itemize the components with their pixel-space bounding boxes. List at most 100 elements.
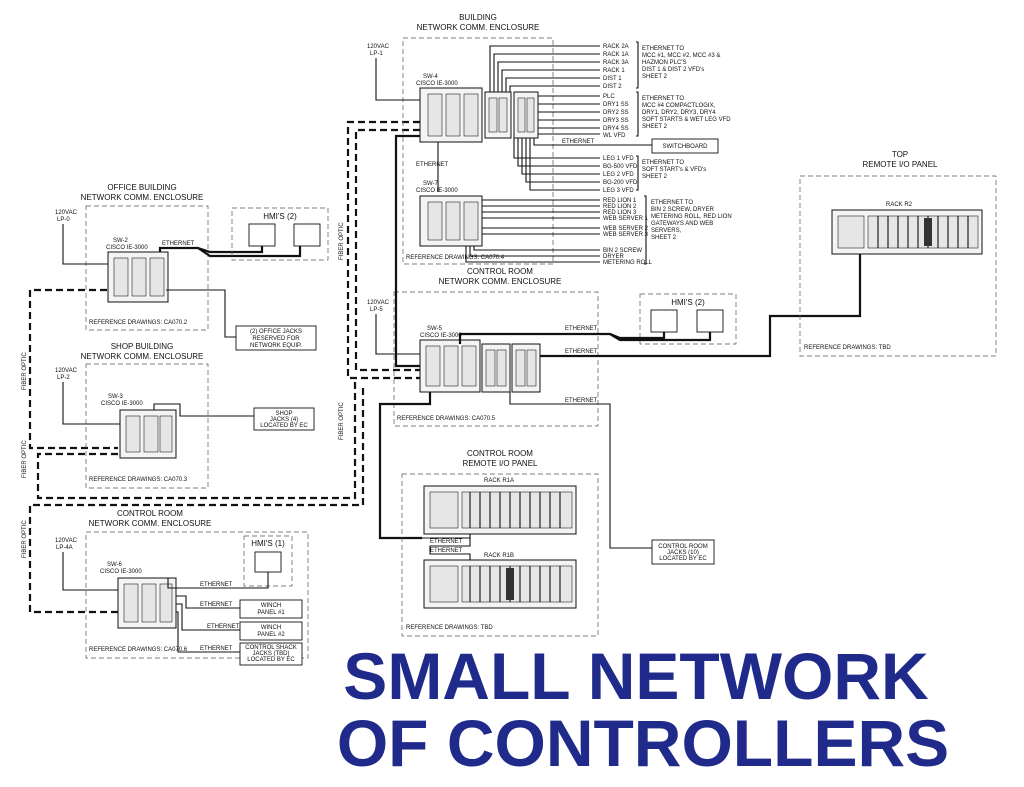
svg-text:SOFT START's & VFD's: SOFT START's & VFD's [642,167,706,173]
svg-text:SW-6: SW-6 [107,562,123,568]
fiber-label: FIBER OPTIC [22,440,28,478]
svg-text:WL VFD: WL VFD [603,133,626,139]
ethernet-backbone [394,134,420,368]
svg-text:CONTROL ROOM: CONTROL ROOM [658,544,707,550]
office-heading: OFFICE BUILDING [107,183,176,192]
fiber-label: FIBER OPTIC [22,520,28,558]
svg-text:SW-2: SW-2 [113,238,129,244]
svg-text:ETHERNET: ETHERNET [565,398,598,404]
svg-text:REFERENCE DRAWINGS: CA070.3: REFERENCE DRAWINGS: CA070.3 [89,477,188,483]
svg-text:SW-5: SW-5 [427,326,443,332]
svg-text:SW-3: SW-3 [108,394,124,400]
building-enclosure-border [402,37,554,265]
switchboard-box [651,138,719,154]
hmi-screen [293,223,321,247]
svg-text:REFERENCE DRAWINGS: CA070.5: REFERENCE DRAWINGS: CA070.5 [397,416,496,422]
svg-text:LEG 1 VFD: LEG 1 VFD [603,156,634,162]
svg-text:CISCO IE-3000: CISCO IE-3000 [101,401,143,407]
control-room-comm-enclosure: CONTROL ROOM NETWORK COMM. ENCLOSURE 120… [367,254,862,549]
building-heading-sub: NETWORK COMM. ENCLOSURE [417,23,540,32]
hmi-screen [650,309,678,333]
svg-text:ETHERNET: ETHERNET [200,582,233,588]
svg-text:ETHERNET: ETHERNET [162,241,195,247]
svg-text:SHEET 2: SHEET 2 [642,74,668,80]
svg-text:LEG 2 VFD: LEG 2 VFD [603,172,634,178]
svg-text:ETHERNET: ETHERNET [565,326,598,332]
svg-text:GATEWAYS AND WEB: GATEWAYS AND WEB [651,221,713,227]
svg-text:SHEET 2: SHEET 2 [642,174,668,180]
office-hmi-enclosure [231,207,329,261]
svg-text:CISCO IE-3000: CISCO IE-3000 [100,569,142,575]
svg-text:MCC #4 COMPACTLOGIX,: MCC #4 COMPACTLOGIX, [642,103,716,109]
svg-text:MCC #1, MCC #2, MCC #3 &: MCC #1, MCC #2, MCC #3 & [642,53,720,59]
building-power-panel: LP-1 [370,51,383,57]
fiber-label: FIBER OPTIC [339,222,345,260]
svg-text:RED LION 3: RED LION 3 [603,210,637,216]
svg-text:CONTROL SHACK: CONTROL SHACK [245,645,296,651]
svg-text:RESERVED FOR: RESERVED FOR [252,336,300,342]
svg-text:DIST 1: DIST 1 [603,76,622,82]
svg-text:TOP: TOP [892,150,908,159]
svg-text:CONTROL ROOM: CONTROL ROOM [467,267,533,276]
svg-text:WEB SERVER 3: WEB SERVER 3 [603,232,649,238]
svg-text:RACK 1A: RACK 1A [603,52,629,58]
svg-text:LP-0: LP-0 [57,217,70,223]
svg-text:HMI'S (2): HMI'S (2) [671,298,705,307]
svg-text:CISCO IE-3000: CISCO IE-3000 [106,245,148,251]
control-room-small-enclosure: CONTROL ROOM NETWORK COMM. ENCLOSURE 120… [55,509,309,666]
building-fanout-3: LEG 1 VFD BG-500 VFD LEG 2 VFD BG-200 VF… [513,138,706,194]
svg-text:BG-200 VFD: BG-200 VFD [603,180,638,186]
hmi-screen [248,223,276,247]
winch-panel-1 [239,599,303,619]
svg-text:CONTROL ROOM: CONTROL ROOM [467,449,533,458]
svg-text:RACK 1: RACK 1 [603,68,625,74]
winch-panel-2 [239,621,303,641]
svg-text:PLC: PLC [603,94,615,100]
hmi-screen [254,551,282,573]
svg-text:CONTROL ROOM: CONTROL ROOM [117,509,183,518]
svg-text:JACKS (10): JACKS (10) [667,550,699,556]
svg-text:RED LION 1: RED LION 1 [603,198,637,204]
svg-text:LP-5: LP-5 [370,307,383,313]
office-enclosure-border [85,205,209,331]
svg-text:NETWORK COMM. ENCLOSURE: NETWORK COMM. ENCLOSURE [81,352,204,361]
svg-text:120VAC: 120VAC [55,538,78,544]
building-ethernet: ETHERNET [416,162,449,168]
svg-text:RACK R1B: RACK R1B [484,553,514,559]
svg-text:RED LION 2: RED LION 2 [603,204,637,210]
svg-text:ETHERNET TO: ETHERNET TO [642,46,684,52]
top-rio-border [799,175,997,357]
svg-text:PANEL #1: PANEL #1 [257,610,285,616]
svg-text:REFERENCE DRAWINGS: TBD: REFERENCE DRAWINGS: TBD [406,625,493,631]
svg-text:ETHERNET TO: ETHERNET TO [651,200,693,206]
control-shack-jacks [239,642,303,666]
svg-text:SHEET 2: SHEET 2 [642,124,668,130]
svg-text:ETHERNET: ETHERNET [565,349,598,355]
svg-text:ETHERNET: ETHERNET [430,548,463,554]
svg-text:CISCO IE-3000: CISCO IE-3000 [420,333,462,339]
svg-text:BIN 2 SCREW: BIN 2 SCREW [603,248,642,254]
title-line-1: SMALL NETWORK [343,639,929,713]
control-room-comm-hmi [639,293,737,345]
svg-text:METERING ROLL: METERING ROLL [603,260,653,266]
switchboard-label: SWITCHBOARD [663,144,709,150]
office-jacks-box [235,325,317,351]
svg-text:LOCATED BY EC: LOCATED BY EC [260,423,308,429]
svg-text:DRY3 SS: DRY3 SS [603,118,629,124]
svg-text:SHOP: SHOP [275,411,292,417]
svg-text:DRYER: DRYER [603,254,625,260]
svg-text:120VAC: 120VAC [55,368,78,374]
office-heading-sub: NETWORK COMM. ENCLOSURE [81,193,204,202]
svg-text:BIN 2 SCREW, DRYER: BIN 2 SCREW, DRYER [651,207,715,213]
office-enclosure: OFFICE BUILDING NETWORK COMM. ENCLOSURE … [55,183,329,351]
svg-text:(2) OFFICE JACKS: (2) OFFICE JACKS [250,329,302,335]
svg-text:120VAC: 120VAC [367,300,390,306]
hmi-screen [696,309,724,333]
svg-text:REMOTE I/O PANEL: REMOTE I/O PANEL [463,459,539,468]
svg-text:ETHERNET: ETHERNET [207,624,240,630]
svg-text:REFERENCE DRAWINGS: CA070.6: REFERENCE DRAWINGS: CA070.6 [89,647,188,653]
building-enclosure: BUILDING NETWORK COMM. ENCLOSURE 120VAC … [367,13,732,266]
sw7-model: CISCO IE-3000 [416,188,458,194]
svg-text:JACKS (TBD): JACKS (TBD) [252,651,289,657]
